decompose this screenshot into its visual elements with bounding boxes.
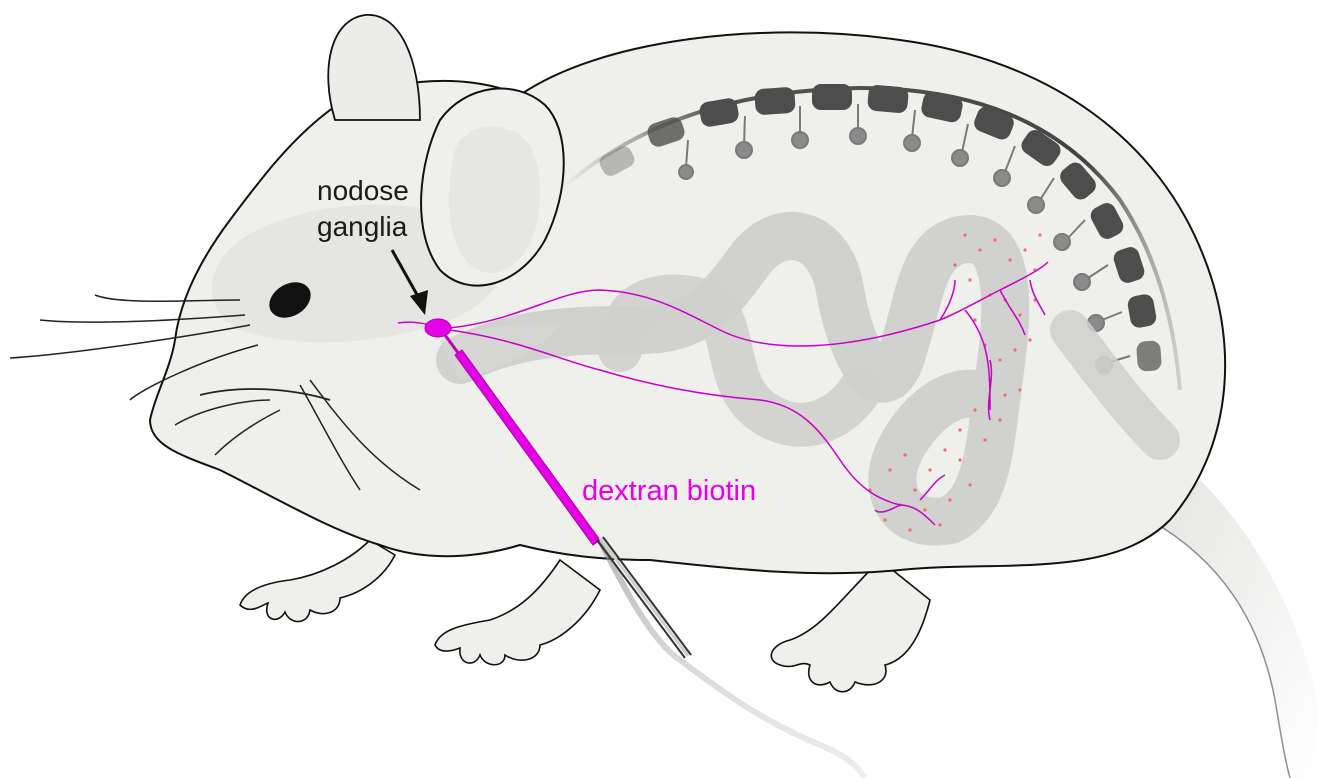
tail [1150,480,1317,778]
nodose-ganglion [425,319,451,337]
front-foot-left [240,540,395,622]
hind-foot [771,560,930,692]
tracer-label: dextran biotin [582,475,756,507]
ear-back [328,15,420,120]
ganglion-label-line2: ganglia [317,211,408,242]
ganglion-label-line1: nodose [317,175,409,206]
front-foot-right [435,560,600,665]
